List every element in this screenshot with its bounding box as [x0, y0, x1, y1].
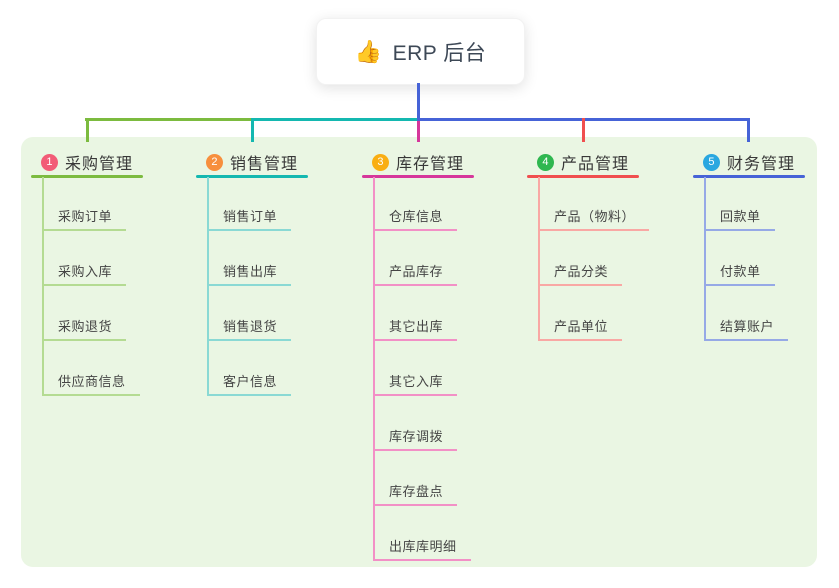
child-item[interactable]: 客户信息 [207, 370, 292, 396]
branch-label: 产品管理 [560, 156, 629, 173]
branch-trunk-line [538, 177, 540, 341]
branch-label: 财务管理 [726, 156, 795, 173]
child-item[interactable]: 销售退货 [207, 315, 292, 341]
root-node-label: ERP 后台 [392, 41, 487, 65]
child-item[interactable]: 其它出库 [373, 315, 458, 341]
branch-drop-line-3 [417, 121, 420, 142]
branch-drop-line-5 [747, 118, 750, 142]
branch-number-badge: 2 [205, 153, 223, 171]
child-item[interactable]: 出库库明细 [373, 535, 471, 561]
main-connector-segment-green [85, 118, 252, 121]
child-item[interactable]: 产品单位 [538, 315, 623, 341]
root-connector-line [417, 83, 420, 118]
branch-header-purchasing[interactable]: 1 采购管理 [31, 150, 143, 174]
child-item[interactable]: 仓库信息 [373, 205, 458, 231]
child-item[interactable]: 回款单 [704, 205, 775, 231]
branch-drop-line-1 [86, 118, 89, 142]
child-item[interactable]: 结算账户 [704, 315, 789, 341]
root-node[interactable]: 👍 ERP 后台 [316, 18, 525, 85]
background-panel [21, 137, 817, 567]
branch-number-badge: 5 [702, 153, 720, 171]
branch-label: 采购管理 [64, 156, 133, 173]
branch-drop-line-4 [582, 118, 585, 142]
child-item[interactable]: 采购退货 [42, 315, 127, 341]
branch-number-badge: 1 [40, 153, 58, 171]
child-item[interactable]: 付款单 [704, 260, 775, 286]
child-item[interactable]: 其它入库 [373, 370, 458, 396]
branch-number-badge: 3 [371, 153, 389, 171]
branch-header-product[interactable]: 4 产品管理 [527, 150, 639, 174]
branch-underline [362, 175, 474, 178]
child-item[interactable]: 采购订单 [42, 205, 127, 231]
child-item[interactable]: 采购入库 [42, 260, 127, 286]
branch-trunk-line [207, 177, 209, 396]
branch-header-finance[interactable]: 5 财务管理 [693, 150, 805, 174]
child-item[interactable]: 产品（物料） [538, 205, 650, 231]
main-connector-segment-teal [252, 118, 417, 121]
branch-number-badge: 4 [536, 153, 554, 171]
branch-underline [693, 175, 805, 178]
branch-underline [527, 175, 639, 178]
child-item[interactable]: 销售出库 [207, 260, 292, 286]
child-item[interactable]: 销售订单 [207, 205, 292, 231]
branch-label: 销售管理 [229, 156, 298, 173]
child-item[interactable]: 产品库存 [373, 260, 458, 286]
branch-header-sales[interactable]: 2 销售管理 [196, 150, 308, 174]
branch-underline [31, 175, 143, 178]
branch-underline [196, 175, 308, 178]
branch-trunk-line [373, 177, 375, 561]
branch-label: 库存管理 [395, 156, 464, 173]
thumbs-up-icon: 👍 [354, 38, 383, 64]
branch-header-inventory[interactable]: 3 库存管理 [362, 150, 474, 174]
branch-drop-line-2 [251, 118, 254, 142]
child-item[interactable]: 供应商信息 [42, 370, 140, 396]
child-item[interactable]: 产品分类 [538, 260, 623, 286]
branch-trunk-line [42, 177, 44, 396]
branch-trunk-line [704, 177, 706, 341]
child-item[interactable]: 库存调拨 [373, 425, 458, 451]
child-item[interactable]: 库存盘点 [373, 480, 458, 506]
